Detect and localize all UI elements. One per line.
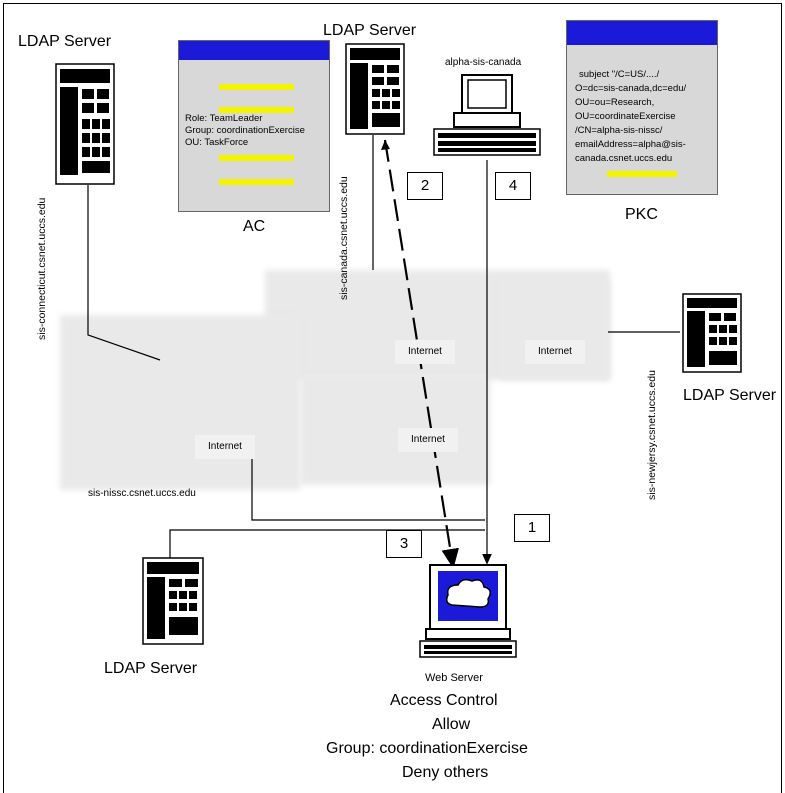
link-nissc xyxy=(251,455,485,521)
ldap-server-label-bottom-left: LDAP Server xyxy=(104,660,198,677)
pkc-line-2: O=dc=sis-canada,dc=edu/ xyxy=(575,83,687,94)
host-label-connecticut: sis-connecticut.csnet.uccs.edu xyxy=(36,197,48,340)
pkc-caption: PKC xyxy=(625,206,658,223)
ldap-server-label-top-center: LDAP Server xyxy=(323,22,417,39)
policy-group: Group: coordinationExercise xyxy=(326,740,528,757)
policy-title: Access Control xyxy=(390,692,498,709)
pkc-line-3: OU=ou=Research, xyxy=(575,97,655,108)
cloud-center-bottom xyxy=(300,375,490,485)
internet-label-4: Internet xyxy=(398,428,458,452)
ldap-server-icon-top-left xyxy=(55,63,115,190)
link-connecticut xyxy=(87,185,161,361)
pkc-line-1: subject "/C=US/..../ xyxy=(579,69,660,80)
ac-highlight-1 xyxy=(219,84,294,90)
ldap-server-icon-top-center xyxy=(345,43,405,140)
ac-caption: AC xyxy=(243,218,266,235)
cloud-left xyxy=(60,315,300,490)
diagram-frame xyxy=(3,3,782,793)
pkc-cert-header xyxy=(567,21,717,45)
ldap-server-icon-right xyxy=(682,293,742,378)
pkc-highlight xyxy=(607,171,677,177)
step-box-2: 2 xyxy=(407,172,443,200)
internet-label-3: Internet xyxy=(195,435,255,459)
ac-certificate: Role: TeamLeader Group: coordinationExer… xyxy=(178,40,330,212)
ac-highlight-4 xyxy=(219,179,294,185)
host-label-canada: sis-canada.csnet.uccs.edu xyxy=(338,176,350,300)
pkc-line-4: OU=coordinateExercise xyxy=(575,111,676,122)
web-server-icon xyxy=(418,563,518,666)
pkc-line-7: canada.csnet.uccs.edu xyxy=(575,153,673,164)
ac-highlight-3 xyxy=(219,155,294,161)
client-workstation-icon xyxy=(432,73,542,164)
ac-role: Role: TeamLeader xyxy=(185,113,263,124)
ac-ou: OU: TaskForce xyxy=(185,137,249,148)
ac-group: Group: coordinationExercise xyxy=(185,125,305,136)
ac-highlight-2 xyxy=(219,107,294,113)
internet-label-1: Internet xyxy=(395,340,455,364)
policy-deny: Deny others xyxy=(402,764,489,781)
ldap-server-label-top-left: LDAP Server xyxy=(18,33,112,50)
step-box-4: 4 xyxy=(495,172,531,200)
internet-label-2: Internet xyxy=(525,340,585,364)
web-server-label: Web Server xyxy=(425,672,483,684)
step-box-3: 3 xyxy=(386,530,422,558)
pkc-line-6: emailAddress=alpha@sis- xyxy=(575,139,686,150)
host-label-nissc: sis-nissc.csnet.uccs.edu xyxy=(88,488,196,499)
policy-allow: Allow xyxy=(432,716,471,733)
step-box-1: 1 xyxy=(514,514,550,542)
ldap-server-label-right: LDAP Server xyxy=(683,387,777,404)
pkc-line-5: /CN=alpha-sis-nissc/ xyxy=(575,125,663,136)
ac-cert-header xyxy=(179,41,329,60)
host-label-client: alpha-sis-canada xyxy=(445,57,522,68)
pkc-certificate: subject "/C=US/..../ O=dc=sis-canada,dc=… xyxy=(566,20,718,195)
ldap-server-icon-bottom-left xyxy=(142,557,204,650)
host-label-newjersey: sis-newjersy.csnet.uccs.edu xyxy=(646,370,658,500)
